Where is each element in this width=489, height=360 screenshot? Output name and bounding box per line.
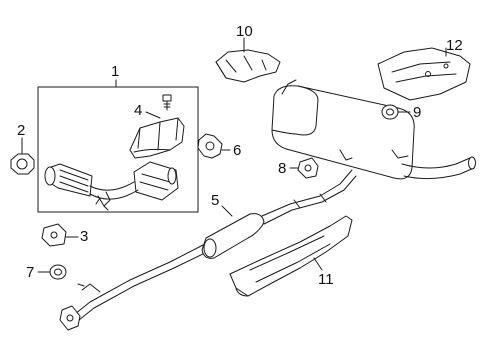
bolt <box>162 94 172 111</box>
callout-5-leader <box>221 205 233 217</box>
callout-3: 3 <box>80 228 89 245</box>
rear-muffler <box>271 79 476 180</box>
callout-4-leader <box>145 111 161 119</box>
gasket-right <box>197 133 223 159</box>
callout-5: 5 <box>211 192 220 209</box>
floor-heat-shield <box>229 215 353 297</box>
rear-rubber-hanger <box>381 104 399 120</box>
catalytic-converter-rear <box>133 161 179 201</box>
rubber-hanger <box>49 264 67 280</box>
callout-4: 4 <box>134 102 143 119</box>
callout-7: 7 <box>26 264 35 281</box>
callout-11: 11 <box>318 271 334 288</box>
callout-6: 6 <box>233 142 242 159</box>
bracket <box>41 223 67 247</box>
callout-8: 8 <box>278 160 287 177</box>
callout-1: 1 <box>111 63 120 80</box>
tunnel-heat-shield <box>215 49 281 83</box>
catalytic-converter-front <box>44 163 93 197</box>
front-pipe-resonator <box>59 169 357 331</box>
gasket-left <box>10 153 35 175</box>
callout-10: 10 <box>236 23 253 40</box>
callout-9: 9 <box>413 104 422 121</box>
converter-heat-shield <box>129 117 185 159</box>
assembly-group-box <box>37 86 199 213</box>
callout-2: 2 <box>17 122 26 139</box>
converter-pipes <box>89 181 139 211</box>
hanger-bracket <box>297 157 319 179</box>
callout-11-leader <box>313 257 323 271</box>
rear-heat-shield <box>377 47 471 101</box>
callout-12: 12 <box>446 37 463 54</box>
